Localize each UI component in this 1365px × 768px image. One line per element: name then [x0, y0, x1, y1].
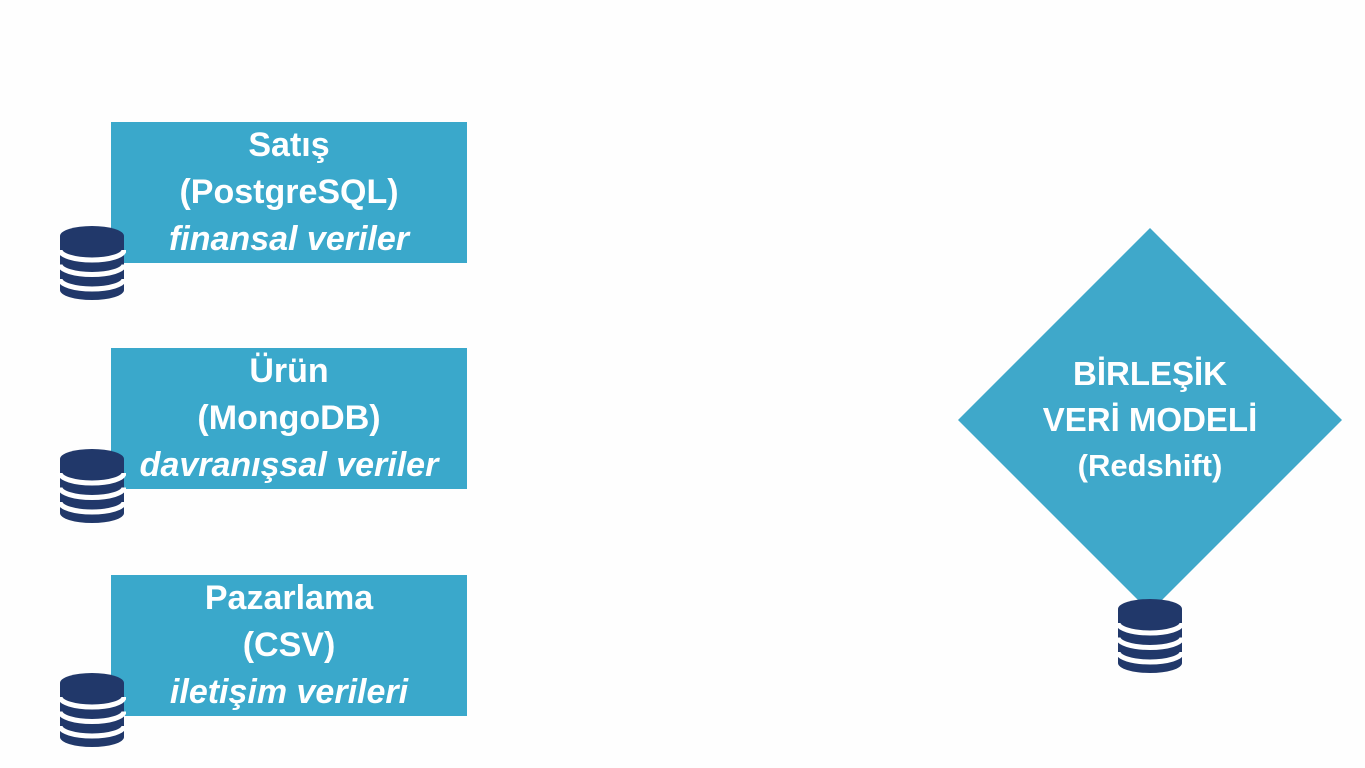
source-box-sales: Satış (PostgreSQL) finansal veriler [111, 122, 467, 263]
source-sales-subtitle: (PostgreSQL) [179, 173, 399, 211]
source-marketing-description: iletişim verileri [169, 673, 409, 711]
source-product-title: Ürün [249, 352, 329, 390]
unified-model-line3: (Redshift) [1077, 448, 1223, 483]
unified-model-diamond: BİRLEŞİK VERİ MODELİ (Redshift) [958, 228, 1342, 612]
source-sales-description: finansal veriler [168, 220, 409, 258]
diamond-shape [958, 228, 1342, 612]
database-icon [57, 447, 127, 525]
source-product-subtitle: (MongoDB) [197, 399, 381, 437]
source-marketing-subtitle: (CSV) [242, 626, 336, 664]
source-box-marketing: Pazarlama (CSV) iletişim verileri [111, 575, 467, 716]
source-marketing-title: Pazarlama [204, 579, 374, 617]
database-icon [57, 224, 127, 302]
source-product-description: davranışsal veriler [139, 446, 439, 484]
database-icon [57, 671, 127, 749]
source-sales-title: Satış [248, 126, 330, 164]
unified-model-line2: VERİ MODELİ [1042, 401, 1258, 438]
database-icon [1115, 597, 1185, 675]
source-box-product: Ürün (MongoDB) davranışsal veriler [111, 348, 467, 489]
unified-model-label: BİRLEŞİK VERİ MODELİ (Redshift) [958, 228, 1342, 612]
unified-model-line1: BİRLEŞİK [1072, 355, 1227, 392]
